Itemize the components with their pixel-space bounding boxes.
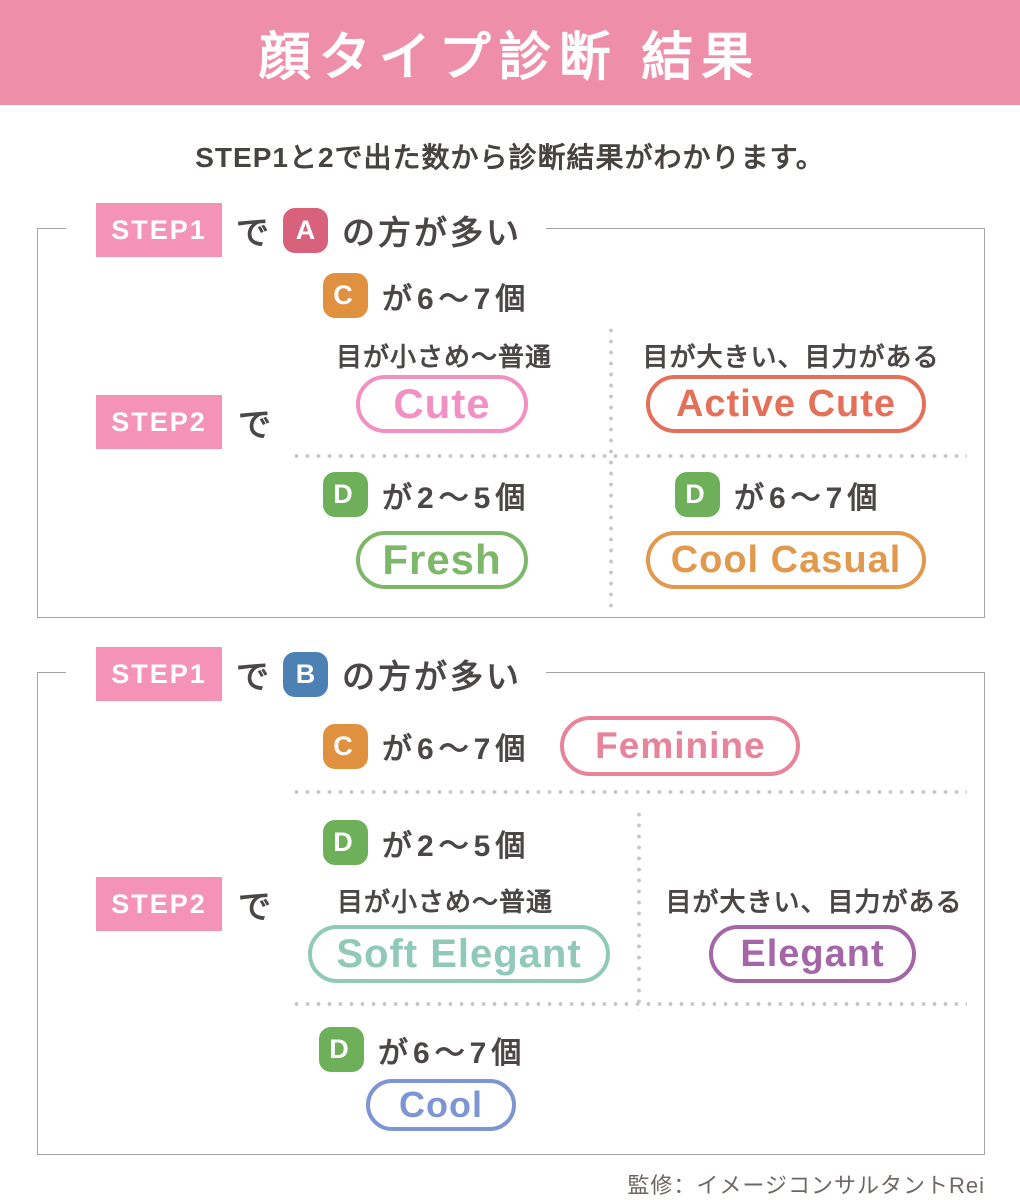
result-pill-cute: Cute — [356, 375, 528, 433]
step1-label: STEP1 — [96, 203, 222, 257]
result-pill-fresh: Fresh — [356, 531, 528, 589]
count-text: が2〜5個 — [382, 829, 531, 863]
badge-a: A — [283, 207, 328, 253]
step2-row: STEP2 で — [96, 877, 271, 931]
divider-vertical-dotted — [609, 325, 613, 611]
eye-big-desc: 目が大きい、目力がある — [665, 887, 963, 917]
result-pill-cool: Cool — [366, 1079, 516, 1131]
result-pill-elegant: Elegant — [709, 925, 916, 983]
step2-row: STEP2 で — [96, 395, 271, 449]
header-banner: 顔タイプ診断 結果 — [0, 0, 1020, 105]
condition-c-6-7: C が6〜7個 — [323, 273, 530, 318]
more-text: の方が多い — [342, 658, 522, 695]
badge-c: C — [323, 273, 368, 318]
divider-horizontal-dotted — [291, 1002, 967, 1006]
divider-horizontal-dotted — [291, 454, 967, 458]
subtitle: STEP1と2で出た数から診断結果がわかります。 — [195, 142, 825, 173]
supervisor-credit: 監修：イメージコンサルタントRei — [627, 1173, 985, 1198]
count-text: が6〜7個 — [378, 1036, 527, 1070]
badge-d: D — [323, 820, 368, 865]
badge-c: C — [323, 723, 368, 769]
count-text: が2〜5個 — [382, 481, 531, 515]
badge-b: B — [283, 651, 328, 697]
result-pill-cool-casual: Cool Casual — [646, 531, 926, 589]
badge-d: D — [323, 472, 368, 517]
badge-d: D — [675, 472, 720, 517]
result-pill-soft-elegant: Soft Elegant — [308, 925, 610, 983]
result-pill-feminine: Feminine — [560, 716, 801, 776]
divider-horizontal-dotted — [291, 790, 967, 794]
eye-small-desc: 目が小さめ〜普通 — [336, 887, 553, 917]
count-text: が6〜7個 — [734, 481, 883, 515]
result-pill-active-cute: Active Cute — [646, 375, 926, 433]
condition-d-2-5: D が2〜5個 — [323, 820, 530, 865]
condition-d-2-5: D が2〜5個 — [323, 472, 530, 517]
condition-c-6-7: C が6〜7個 Feminine — [323, 716, 801, 776]
count-text: が6〜7個 — [382, 282, 531, 316]
de-text: で — [238, 406, 271, 443]
more-text: の方が多い — [342, 214, 522, 251]
badge-d: D — [319, 1027, 364, 1072]
divider-vertical-dotted — [637, 809, 641, 1011]
step2-label: STEP2 — [96, 395, 222, 449]
step2-label: STEP2 — [96, 877, 222, 931]
condition-d-6-7: D が6〜7個 — [319, 1027, 526, 1072]
eye-big-desc: 目が大きい、目力がある — [642, 342, 940, 372]
condition-d-6-7: D が6〜7個 — [675, 472, 882, 517]
box-a-header: STEP1 で A の方が多い — [66, 201, 546, 259]
box-b-header: STEP1 で B の方が多い — [66, 645, 546, 703]
count-text: が6〜7個 — [382, 733, 531, 766]
step1-label: STEP1 — [96, 647, 222, 701]
result-box-step1-b: STEP1 で B の方が多い C が6〜7個 Feminine D が2〜5個… — [37, 645, 985, 1155]
page-title: 顔タイプ診断 結果 — [258, 29, 762, 87]
result-box-step1-a: STEP1 で A の方が多い C が6〜7個 目が小さめ〜普通 目が大きい、目… — [37, 201, 985, 618]
de-text: で — [236, 214, 269, 251]
eye-small-desc: 目が小さめ〜普通 — [335, 342, 552, 372]
de-text: で — [236, 658, 269, 695]
de-text: で — [238, 888, 271, 925]
